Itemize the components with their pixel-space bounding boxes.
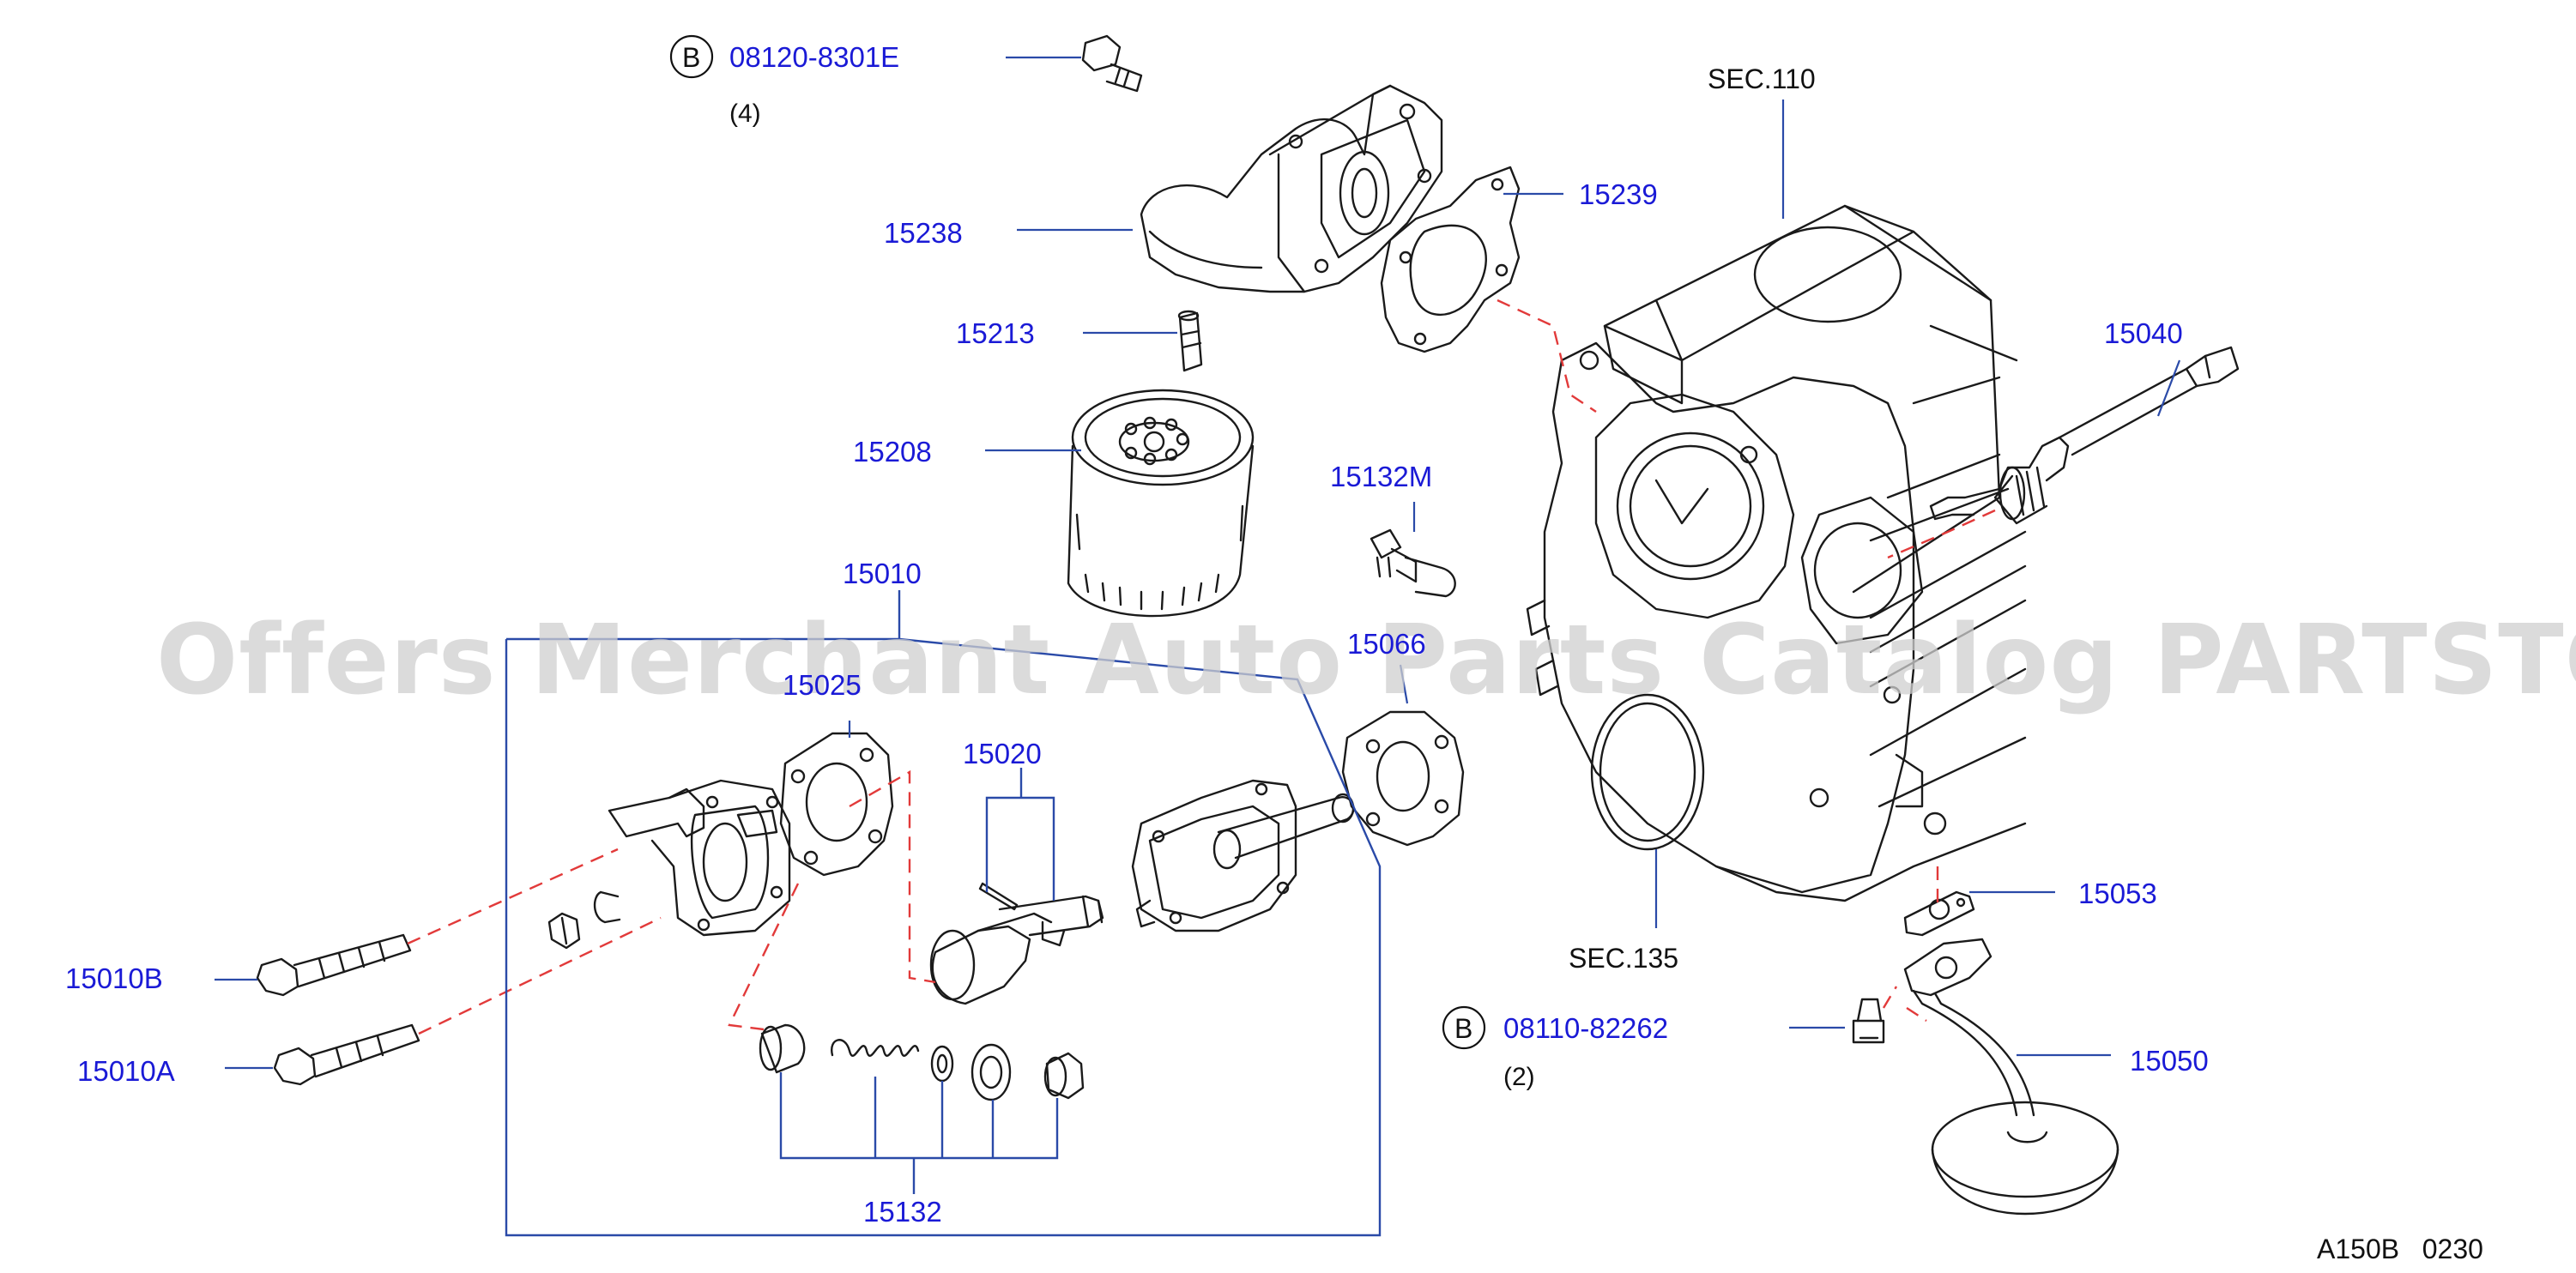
ref-sec-135[interactable]: SEC.135	[1569, 943, 1678, 974]
part-number-15010A[interactable]: 15010A	[77, 1055, 175, 1087]
part-number-15025[interactable]: 15025	[783, 669, 862, 701]
part-15010B-drawing	[256, 933, 412, 997]
part-number-15208[interactable]: 15208	[853, 436, 932, 468]
part-number-15132[interactable]: 15132	[863, 1196, 942, 1228]
watermark-text: Offers Merchant Auto Parts Catalog PARTS…	[156, 605, 2576, 716]
part-15040-drawing	[1929, 346, 2240, 525]
engine-block-drawing	[1526, 204, 2027, 902]
oil-pump-cover-drawing	[1131, 779, 1355, 932]
part-number-15238[interactable]: 15238	[884, 217, 963, 249]
part-15025-drawing	[779, 732, 894, 877]
part-number-15020[interactable]: 15020	[963, 738, 1042, 769]
part-number-15040[interactable]: 15040	[2104, 317, 2183, 349]
part-15239-drawing	[1380, 166, 1521, 353]
bolt-08110-82262-callout[interactable]: B 08110-82262 (2)	[1442, 1005, 1668, 1091]
bolt-qty-bottom: (2)	[1503, 1063, 1535, 1091]
part-15238-drawing	[1140, 84, 1443, 293]
part-15010A-drawing	[273, 1023, 420, 1086]
diagram-code: A150B 0230	[2317, 1234, 2483, 1264]
ref-sec-110[interactable]: SEC.110	[1708, 63, 1816, 94]
part-number-15239[interactable]: 15239	[1579, 178, 1658, 210]
bolt-badge-letter: B	[682, 42, 700, 73]
part-15132M-drawing	[1370, 528, 1456, 598]
part-15213-drawing	[1177, 310, 1203, 372]
bolt-badge-circle	[669, 34, 714, 79]
part-number-08110-82262[interactable]: 08110-82262	[1503, 1012, 1668, 1044]
part-number-15213[interactable]: 15213	[956, 317, 1035, 349]
part-15132-drawing	[759, 1023, 1085, 1101]
part-number-15010[interactable]: 15010	[843, 558, 922, 589]
bolt-08120-8301E-drawing	[1081, 34, 1143, 93]
part-number-15010B[interactable]: 15010B	[65, 962, 163, 994]
bolt-badge-circle-bottom	[1442, 1005, 1486, 1050]
part-15050-drawing	[1903, 938, 2119, 1216]
part-number-15053[interactable]: 15053	[2078, 878, 2157, 909]
part-number-15066[interactable]: 15066	[1347, 628, 1426, 660]
part-15053-drawing	[1903, 890, 1975, 937]
bolt-qty-top: (4)	[729, 100, 761, 128]
part-15208-drawing	[1067, 389, 1255, 618]
part-number-15132M[interactable]: 15132M	[1330, 461, 1432, 492]
part-15020-drawing	[929, 882, 1104, 1005]
oil-pump-body-drawing	[547, 779, 791, 950]
part-number-15050[interactable]: 15050	[2130, 1045, 2209, 1077]
bolt-08110-82262-drawing	[1852, 998, 1885, 1044]
bolt-badge-letter-bottom: B	[1454, 1013, 1472, 1044]
part-number-08120-8301E[interactable]: 08120-8301E	[729, 41, 899, 73]
bolt-08120-8301E-callout[interactable]: B 08120-8301E (4)	[669, 34, 899, 128]
